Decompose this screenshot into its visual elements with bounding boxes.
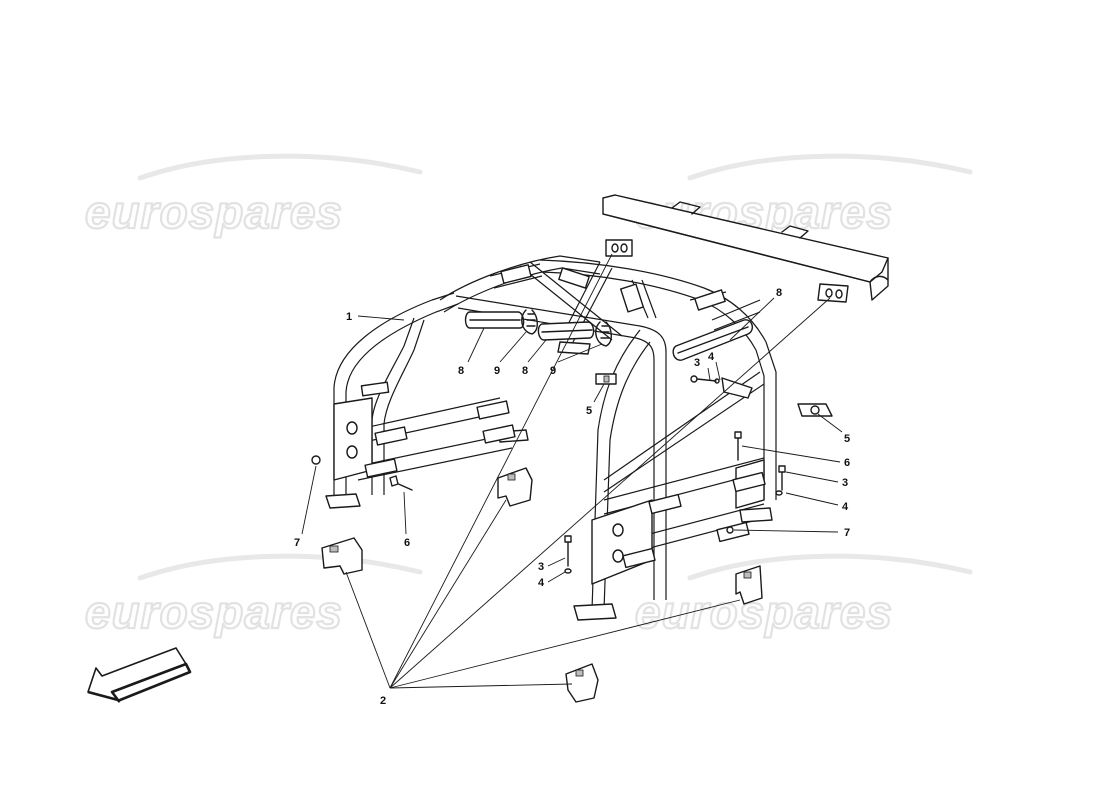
callout-9-center: 9 bbox=[550, 365, 556, 377]
callout-6-left: 6 bbox=[404, 537, 410, 549]
padding-clamps bbox=[521, 309, 612, 347]
callout-5-center: 5 bbox=[586, 405, 592, 417]
callout-3-top: 3 bbox=[694, 357, 700, 369]
bracket-bottom bbox=[565, 663, 599, 703]
mounting-brackets bbox=[321, 467, 763, 703]
bracket-left bbox=[321, 537, 363, 575]
callout-8-left: 8 bbox=[458, 365, 464, 377]
callout-7-left: 7 bbox=[294, 537, 300, 549]
callout-3-bottom: 3 bbox=[538, 561, 544, 573]
callout-4-bottom: 4 bbox=[538, 577, 545, 589]
callout-8-right: 8 bbox=[776, 287, 782, 299]
callout-8-center: 8 bbox=[522, 365, 528, 377]
tube-collars bbox=[360, 264, 766, 569]
callout-labels: 1 2 3 3 3 4 4 4 5 5 6 6 7 7 8 8 8 9 9 bbox=[294, 287, 850, 707]
callout-9-left: 9 bbox=[494, 365, 500, 377]
front-direction-arrow-icon bbox=[87, 647, 192, 703]
leader-lines bbox=[301, 253, 843, 689]
bracket-center bbox=[497, 467, 533, 507]
fasteners bbox=[311, 375, 786, 574]
mounting-plates bbox=[557, 239, 849, 417]
callout-4-right: 4 bbox=[842, 501, 849, 513]
callout-3-right: 3 bbox=[842, 477, 848, 489]
rear-cross-beam bbox=[602, 194, 889, 301]
plate-top-left bbox=[605, 239, 633, 257]
watermark-bottom-left: eurospares bbox=[85, 586, 343, 638]
callout-4-top: 4 bbox=[708, 351, 715, 363]
watermark-top-left: eurospares bbox=[85, 186, 343, 238]
plate-top-right bbox=[817, 283, 849, 303]
watermark-bottom-right: eurospares bbox=[635, 586, 893, 638]
nut-right bbox=[726, 526, 734, 534]
roll-bar-paddings bbox=[464, 311, 754, 361]
plate-right-side bbox=[797, 403, 833, 417]
callout-2: 2 bbox=[380, 695, 386, 707]
callout-1: 1 bbox=[346, 311, 352, 323]
callout-5-right: 5 bbox=[844, 433, 850, 445]
callout-7-right: 7 bbox=[844, 527, 850, 539]
bracket-right bbox=[735, 565, 763, 605]
nut-left bbox=[311, 455, 321, 465]
callout-6-right: 6 bbox=[844, 457, 850, 469]
